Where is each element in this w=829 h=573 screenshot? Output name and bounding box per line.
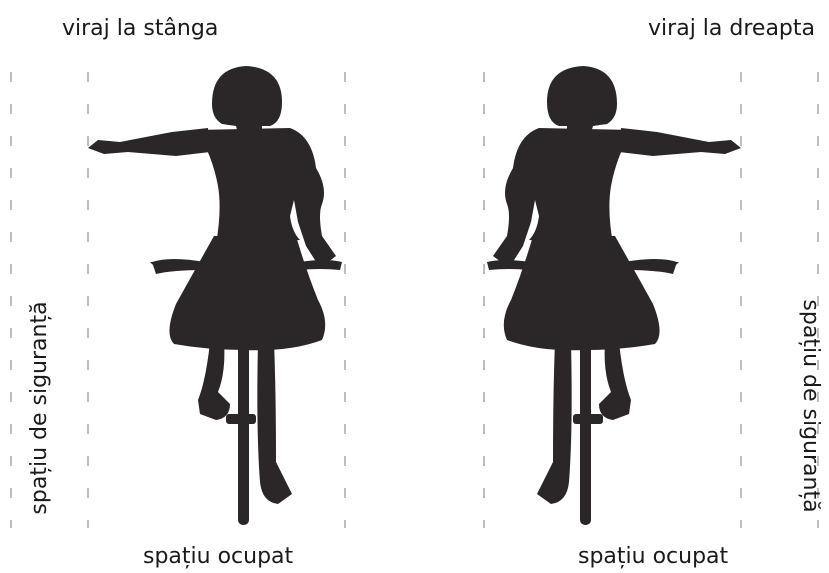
left-occupied-space-label: spațiu ocupat: [143, 546, 293, 568]
left-safety-space-label: spațiu de siguranță: [29, 301, 51, 514]
right-safety-space-label: spațiu de siguranță: [799, 299, 821, 512]
right-occupied-space-label: spațiu ocupat: [578, 546, 728, 568]
cyclist-right-turn-silhouette: [487, 66, 741, 525]
cyclist-left-turn-silhouette: [88, 66, 342, 525]
